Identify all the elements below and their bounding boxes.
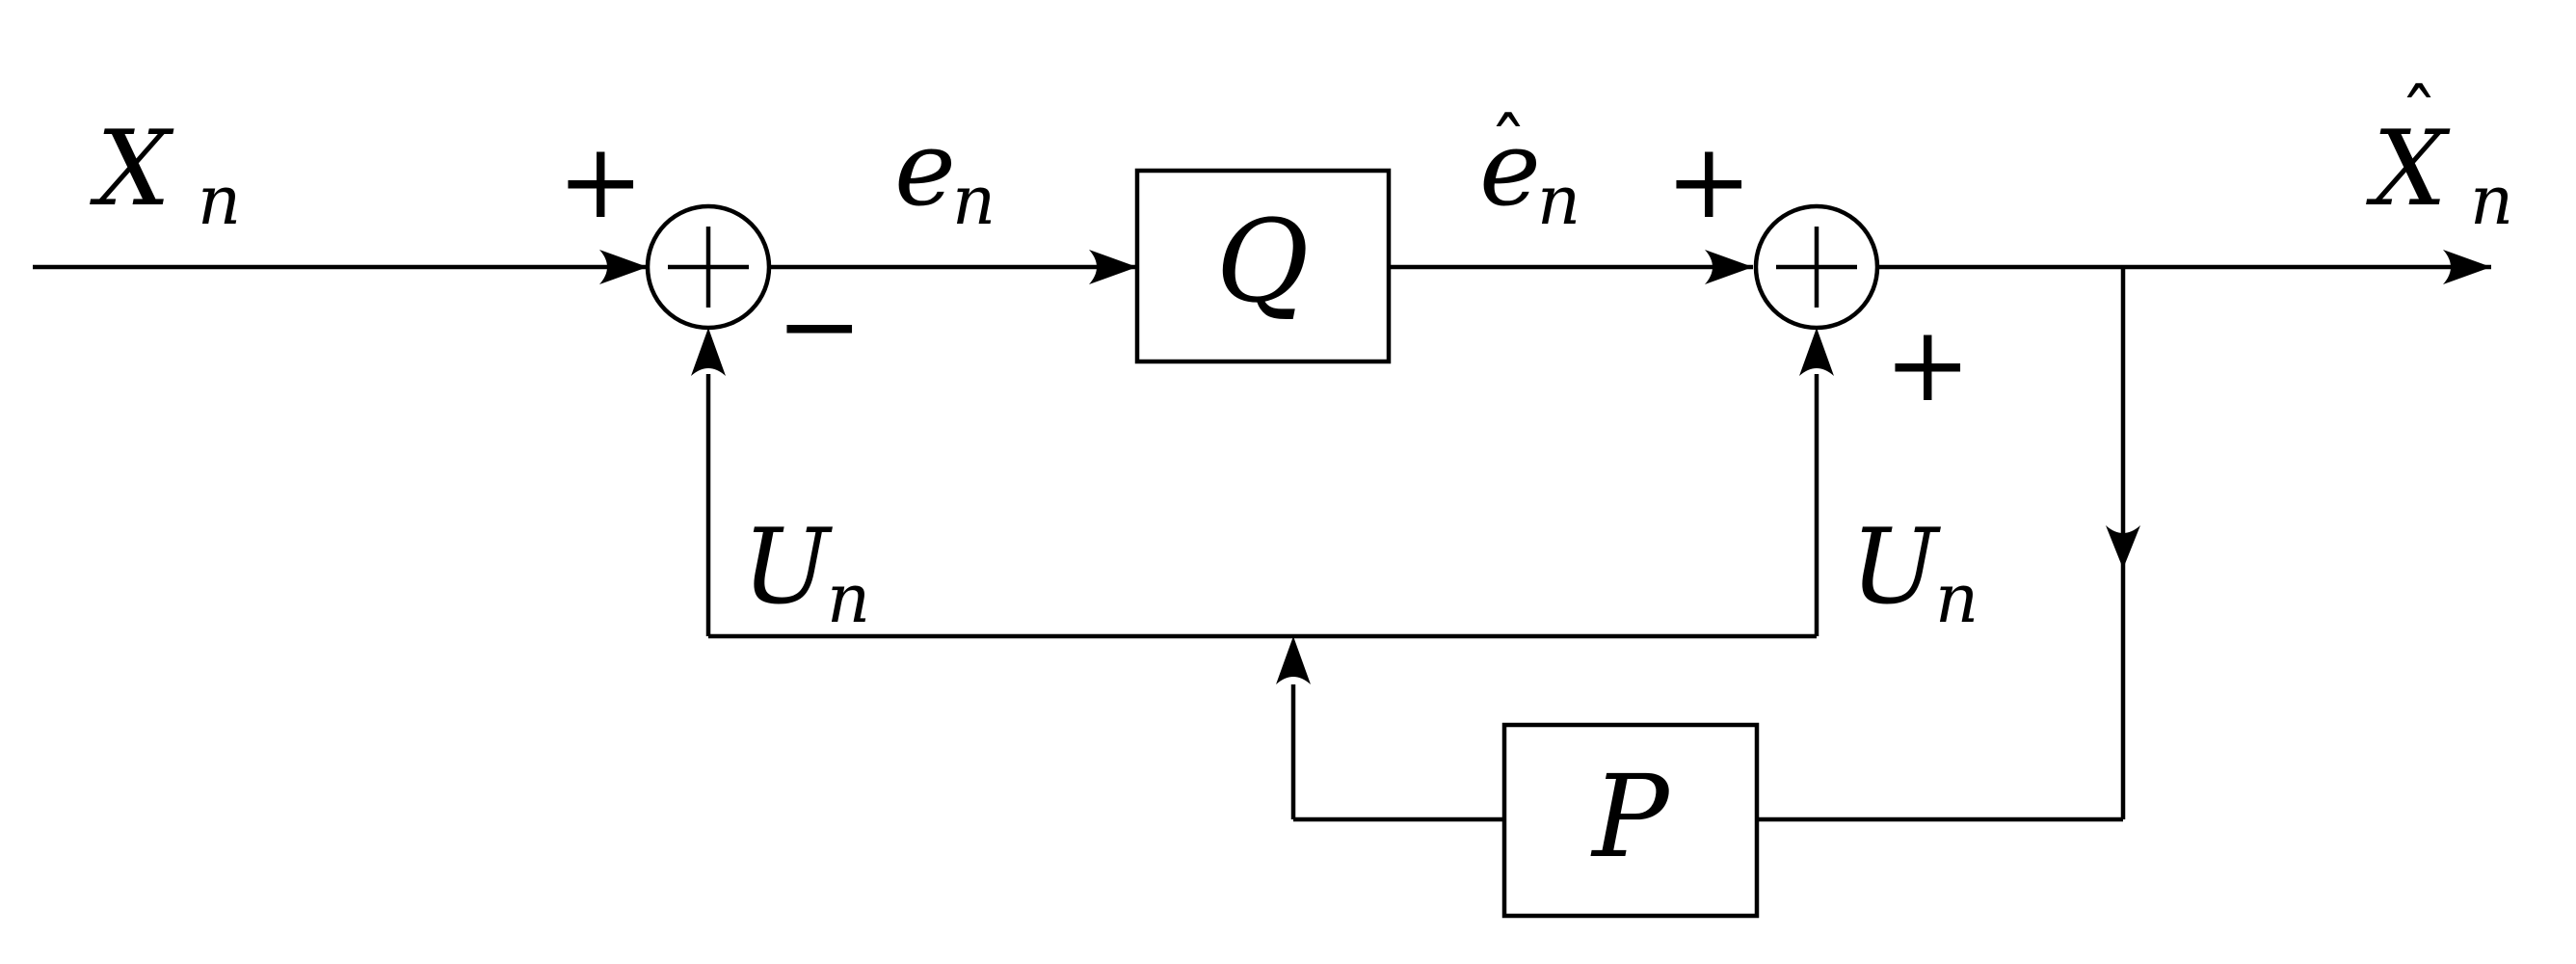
arrowhead-feedback-sum1 (691, 328, 726, 376)
arrowhead-into-sum1 (599, 250, 648, 284)
signal-error-label: e n (894, 109, 996, 240)
sum2-input-sign: + (1665, 121, 1753, 242)
prediction-right-sub: n (1935, 559, 1978, 638)
output-main: X (2366, 109, 2451, 229)
error-sub: n (952, 161, 996, 240)
quantized-error-hat: ˆ (1489, 102, 1527, 192)
sum1-feedback-sign: − (776, 266, 863, 387)
signal-input-label: X n (90, 109, 241, 240)
arrowhead-feedback-sum2 (1799, 328, 1834, 376)
prediction-left-main: U (742, 507, 833, 628)
predictor-block: P (1501, 722, 1760, 919)
prediction-right-main: U (1850, 507, 1941, 628)
predictor-box (1501, 722, 1760, 919)
signal-prediction-right-label: U n (1850, 507, 1978, 638)
signal-output-label: ˆ X n (2366, 73, 2513, 240)
arrowheads (599, 250, 2491, 684)
predictor-label: P (1590, 750, 1671, 883)
quantized-error-main: e (1479, 109, 1541, 229)
prediction-left-sub: n (827, 559, 870, 638)
sum2-feedback-sign: + (1884, 305, 1972, 425)
error-main: e (894, 109, 956, 229)
arrowhead-into-sum2 (1705, 250, 1753, 284)
input-main: X (90, 109, 174, 229)
arrowhead-tap-down (2106, 525, 2140, 569)
output-hat: ˆ (2400, 73, 2438, 163)
summing-junction-1 (645, 203, 772, 331)
arrowhead-into-quantizer (1089, 250, 1137, 284)
summing-junction-2 (1753, 203, 1880, 331)
signal-quantized-error-label: ˆ e n (1479, 102, 1580, 240)
input-sub: n (198, 161, 241, 240)
quantized-error-sub: n (1537, 161, 1580, 240)
junction-signs: + − + + (557, 121, 1972, 425)
signal-prediction-left-label: U n (742, 507, 870, 638)
quantizer-box (1134, 168, 1392, 364)
quantizer-label: Q (1216, 195, 1310, 328)
arrowhead-output (2443, 250, 2491, 284)
arrowhead-predictor-to-bus (1276, 636, 1311, 684)
quantizer-block: Q (1134, 168, 1392, 364)
output-sub: n (2470, 161, 2513, 240)
sum1-input-sign: + (557, 121, 645, 242)
